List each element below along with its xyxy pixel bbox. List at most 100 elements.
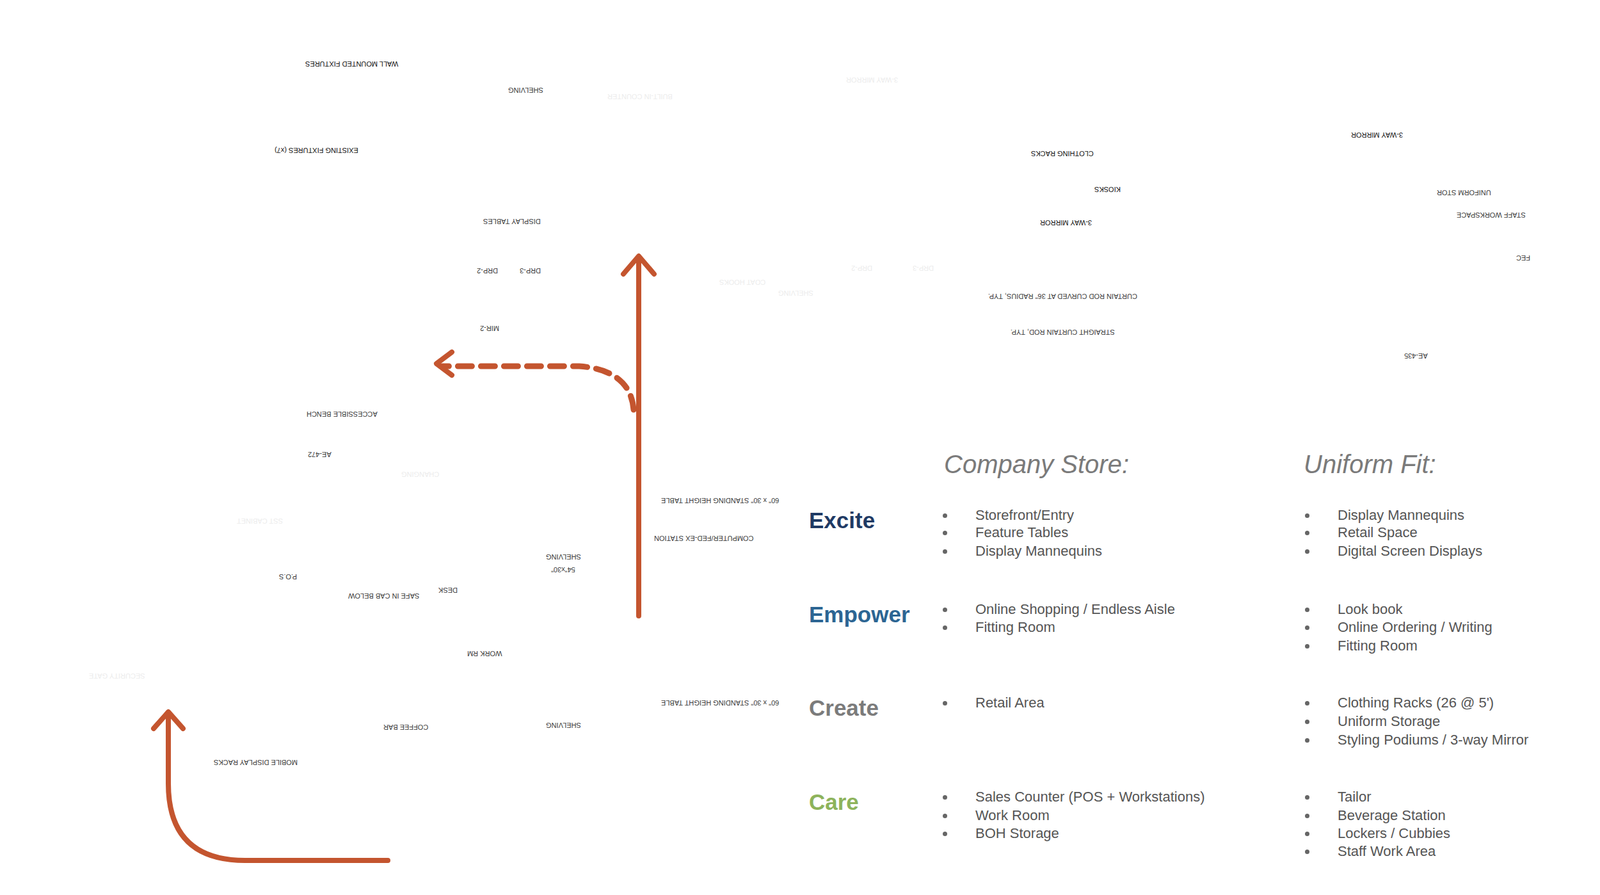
plan-annotation: SST CABINET — [236, 516, 283, 525]
label-holder: AE-435 — [1404, 351, 1428, 360]
plan-annotation: SAFE IN CAB BELOW — [348, 591, 420, 600]
clothing-racks — [816, 112, 857, 164]
bullet-item: Fitting Room — [1337, 637, 1418, 654]
clothing-racks — [1121, 46, 1163, 123]
plan-annotation: COAT HOOKS — [719, 277, 766, 287]
bullet-dot — [942, 513, 948, 518]
label-holder: Fitting Room — [975, 618, 1056, 635]
label-holder: Styling Podiums / 3-way Mirror — [1337, 731, 1529, 748]
label-holder: SST CABINET — [236, 516, 283, 525]
plan-annotation: CURTAIN ROD CURVED AT 36" RADIUS, TYP. — [988, 291, 1138, 301]
circulation-arrow — [636, 257, 642, 616]
plan-annotation: 3-WAY MIRROR — [1351, 130, 1403, 139]
plan-annotation: COFFEE BAR — [383, 722, 429, 731]
row-heading: Care — [808, 789, 859, 815]
circulation-arrow — [436, 352, 452, 376]
clothing-racks — [515, 46, 1469, 189]
plan-walls — [1180, 201, 1208, 228]
bullet-item: Storefront/Entry — [975, 506, 1074, 523]
label-holder: ACCESSIBLE BENCH — [306, 409, 378, 418]
plan-walls — [358, 76, 390, 128]
zone-bubble: Excite — [44, 344, 276, 784]
zone-ellipse-shape — [349, 375, 493, 504]
bullet-dot — [1304, 831, 1310, 836]
plan-gridlines — [872, 250, 1276, 410]
bullet-dot — [1304, 513, 1310, 518]
label-holder: Lockers / Cubbies — [1337, 824, 1451, 841]
plan-annotation: EXISTING FIXTURES (x7) — [274, 145, 359, 155]
zone-label: Care — [497, 173, 549, 200]
bullet-item: Lockers / Cubbies — [1337, 824, 1451, 841]
plan-walls — [343, 496, 361, 514]
plan-annotation: DESK — [438, 585, 458, 594]
bullet-dot — [1304, 794, 1310, 800]
bullet-item: Tailor — [1337, 788, 1372, 805]
plan-annotation: 3-WAY MIRROR — [1040, 218, 1092, 227]
label-holder: Company Store: — [944, 449, 1129, 479]
label-holder: Create — [808, 695, 879, 721]
label-holder: Display Mannequins — [1337, 506, 1465, 523]
plan-columns — [860, 40, 885, 66]
plan-annotation: DRP-3 — [912, 263, 934, 272]
label-holder: KIOSKS — [1094, 184, 1121, 194]
label-holder: EXISTING FIXTURES (x7) — [274, 145, 359, 155]
plan-walls — [1226, 206, 1254, 233]
zone-label: Excite — [596, 149, 665, 175]
bullet-dot — [1304, 700, 1310, 706]
label-holder: Storefront/Entry — [975, 506, 1074, 523]
bullet-item: Clothing Racks (26 @ 5') — [1337, 694, 1494, 711]
label-holder: BUILT-IN COUNTER — [607, 92, 673, 101]
label-holder: Online Shopping / Endless Aisle — [975, 600, 1176, 617]
legend-dividers — [940, 581, 1567, 583]
plan-walls — [152, 76, 184, 128]
label-holder: Staff Work Area — [1337, 842, 1436, 859]
plan-columns — [51, 40, 1288, 767]
plan-walls — [278, 334, 334, 390]
plan-annotation: MOBILE DISPLAY RACKS — [213, 757, 298, 767]
plan-gridlines — [19, 250, 1276, 410]
bullet-item: Styling Podiums / 3-way Mirror — [1337, 731, 1529, 748]
bullet-dot — [1304, 607, 1310, 612]
label-holder: COAT HOOKS — [719, 277, 766, 287]
zone-bubble: Empower — [666, 22, 1014, 334]
clothing-racks — [1188, 46, 1229, 123]
label-holder: DRP-3 — [912, 263, 934, 272]
bullet-dot — [942, 831, 948, 836]
plan-walls — [211, 81, 298, 124]
label-holder: 60" x 30" STANDING HEIGHT TABLE — [661, 496, 779, 505]
label-holder: CHANGING — [401, 469, 440, 479]
label-holder: 54"x30" — [551, 565, 576, 574]
plan-walls — [453, 33, 460, 340]
bullet-item: Work Room — [975, 807, 1050, 824]
bullet-item: Look book — [1337, 600, 1403, 617]
plan-annotation: UNIFORM STOR — [1436, 188, 1492, 197]
plan-columns — [51, 42, 76, 67]
plan-walls — [211, 151, 298, 194]
clothing-racks — [719, 112, 761, 164]
plan-walls — [678, 256, 999, 338]
zone-ellipse-shape — [443, 35, 603, 337]
plan-annotation: FEC — [1516, 253, 1531, 262]
plan-walls — [343, 615, 361, 633]
bullet-dot — [942, 794, 948, 800]
label-holder: FEC — [1516, 253, 1531, 262]
column-heading: Company Store: — [944, 449, 1129, 479]
plan-walls — [358, 192, 390, 244]
plan-annotation: 60" x 30" STANDING HEIGHT TABLE — [661, 496, 779, 505]
label-holder: Retail Area — [975, 694, 1045, 711]
label-holder: STRAIGHT CURTAIN ROD, TYP. — [1010, 327, 1115, 336]
label-holder: SHELVING — [545, 720, 582, 729]
plan-annotation: ACCESSIBLE BENCH — [306, 409, 378, 418]
bullet-item: Uniform Storage — [1337, 712, 1440, 729]
zone-bubble: Care — [1370, 44, 1572, 253]
bullet-dot — [1304, 737, 1310, 743]
label-holder: Beverage Station — [1337, 807, 1446, 824]
plan-annotation: SHELVING — [545, 720, 582, 729]
zone-ellipse-shape — [666, 22, 1014, 334]
zone-ellipse-shape — [44, 344, 276, 784]
plan-walls — [211, 260, 298, 303]
plan-walls — [547, 691, 580, 749]
bullet-dot — [942, 700, 948, 706]
label-holder: SHELVING — [508, 85, 544, 95]
plan-walls — [851, 298, 932, 317]
